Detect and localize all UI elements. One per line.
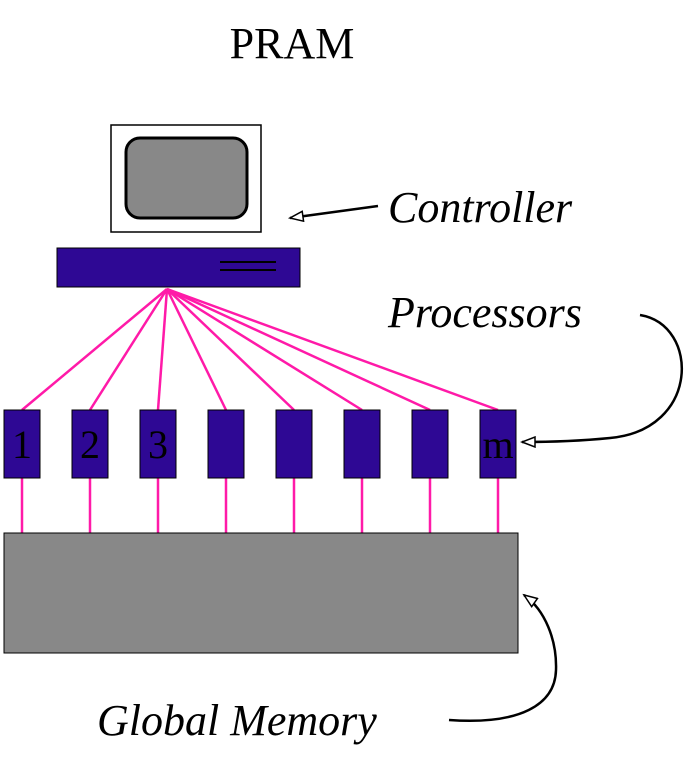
global-memory-block <box>3 532 519 654</box>
controller-arrow <box>290 204 379 218</box>
memory-bus <box>20 478 500 533</box>
page-title: PRAM <box>230 19 355 68</box>
bus-wire <box>166 288 295 411</box>
processor-box <box>3 409 41 479</box>
bus-wire <box>165 288 228 411</box>
processor-box <box>139 409 177 479</box>
monitor-screen <box>124 136 249 220</box>
controller-unit <box>56 247 301 288</box>
bus-wire <box>156 288 169 411</box>
global-memory-label: Global Memory <box>97 696 377 745</box>
processor-box <box>275 409 313 479</box>
processor-box <box>479 409 517 479</box>
controller-box <box>56 247 301 288</box>
processor-box <box>343 409 381 479</box>
bus-wire <box>88 288 169 411</box>
controller-monitor <box>110 124 262 233</box>
processor-box <box>71 409 109 479</box>
processor-box <box>411 409 449 479</box>
processors-arrow <box>522 313 683 442</box>
controller-label: Controller <box>388 183 573 232</box>
bus-wire <box>166 287 363 412</box>
bus-wire <box>166 287 431 412</box>
processor-box <box>207 409 245 479</box>
processors-label: Processors <box>387 288 582 337</box>
bus-wire <box>21 288 168 411</box>
bus-wire <box>166 287 499 412</box>
global-memory-arrow <box>448 595 558 722</box>
processor-label: 3 <box>148 422 168 467</box>
processor-array: 1 2 3 m <box>3 409 517 479</box>
processor-label: m <box>482 422 513 467</box>
processor-label: 1 <box>12 422 32 467</box>
processor-label: 2 <box>80 422 100 467</box>
controller-bus <box>21 287 499 412</box>
